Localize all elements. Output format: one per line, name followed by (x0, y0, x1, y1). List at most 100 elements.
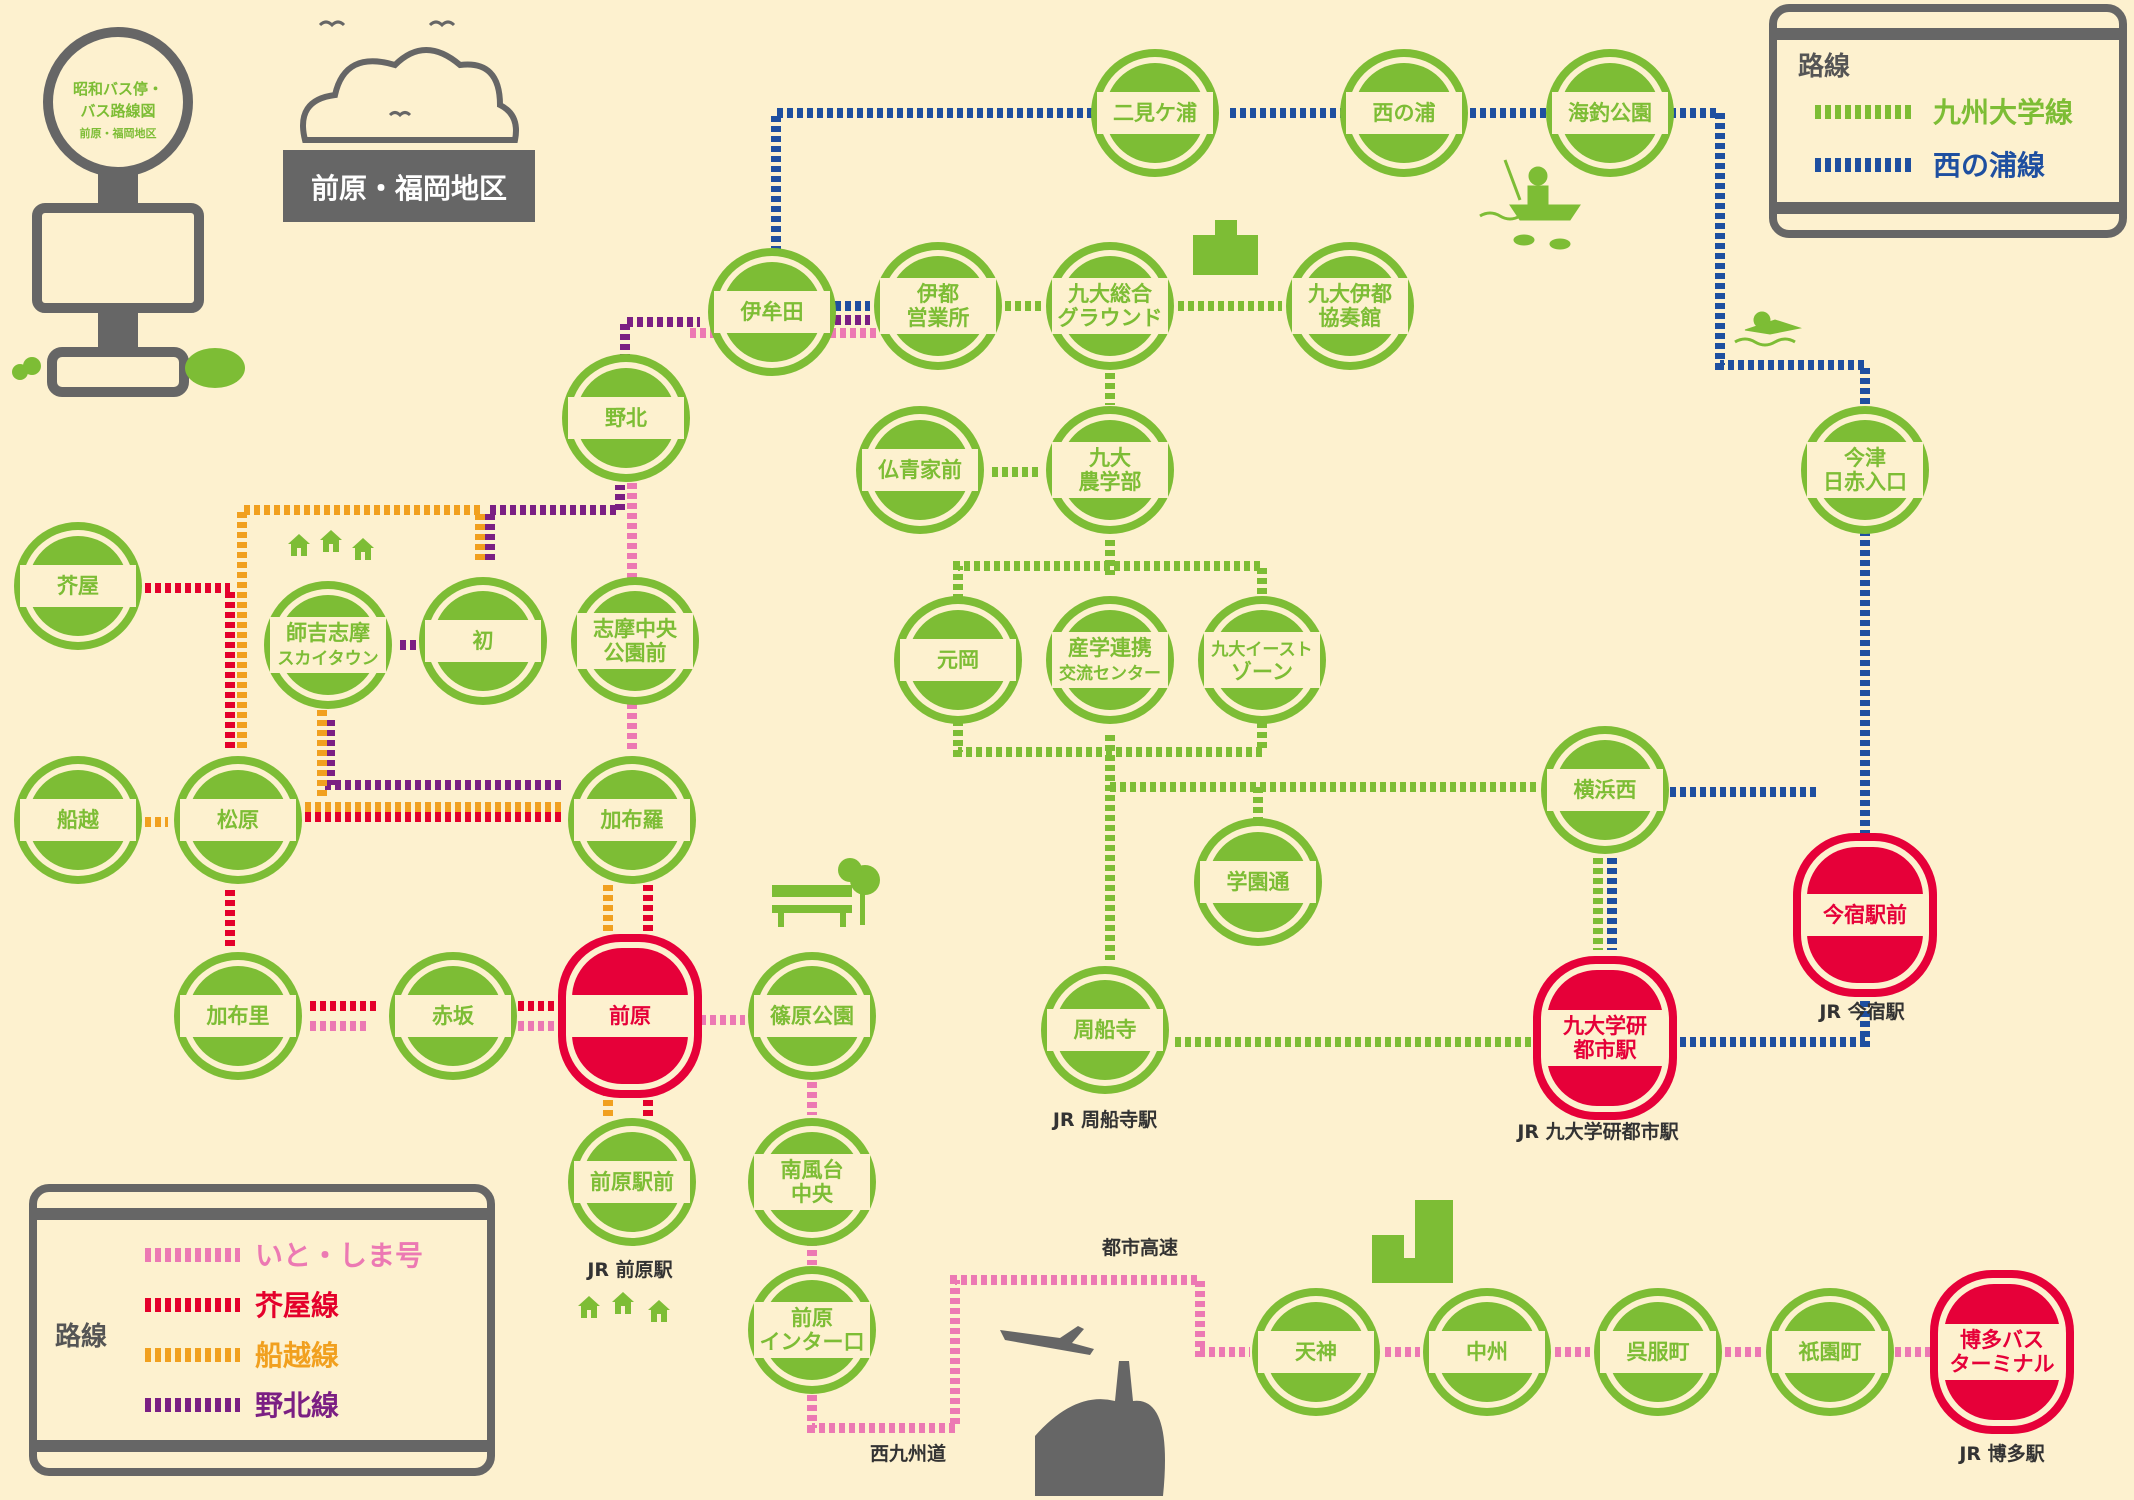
station-funakoshi[interactable]: 船越 (14, 756, 142, 884)
caption-nishikyushudo: 西九州道 (870, 1442, 946, 1465)
park-icon (772, 858, 880, 927)
funakoshi-line (145, 505, 613, 1120)
station-label: 九大総合 (1067, 282, 1153, 306)
station-label: スカイタウン (277, 649, 378, 669)
station-label: 芥屋 (57, 574, 99, 598)
station-butsuseike[interactable]: 仏青家前 (856, 406, 984, 534)
station-label: 博多バス (1960, 1328, 2044, 1352)
station-gofukumachi[interactable]: 呉服町 (1594, 1288, 1722, 1416)
station-maebaru[interactable]: 前原 (558, 934, 702, 1098)
stations: 二見ケ浦西の浦海釣公園伊牟田伊都営業所九大総合グラウンド九大伊都協奏館野北仏青家… (14, 49, 2074, 1434)
station-kyudaigakken[interactable]: 九大学研都市駅 (1533, 956, 1677, 1120)
station-kafuri[interactable]: 加布里 (174, 952, 302, 1080)
station-label: 九大伊都 (1307, 282, 1392, 306)
legend-label-funakoshi: 船越線 (255, 1339, 339, 1372)
sign-line-2: バス路線図 (80, 102, 155, 120)
bush-icon (12, 348, 245, 388)
station-label: 日赤入口 (1823, 470, 1907, 494)
caption-toshikosoku: 都市高速 (1101, 1236, 1178, 1259)
station-motooka[interactable]: 元岡 (894, 596, 1022, 724)
station-label: 仏青家前 (878, 458, 962, 482)
cloud-icon (300, 20, 519, 143)
station-gakuendori[interactable]: 学園通 (1194, 818, 1322, 946)
station-nogita[interactable]: 野北 (562, 354, 690, 482)
area-label: 前原・福岡地区 (311, 172, 507, 205)
station-label: 加布羅 (600, 808, 664, 832)
legend-label-keya: 芥屋線 (255, 1289, 339, 1322)
station-matsubara[interactable]: 松原 (174, 756, 302, 884)
caption-jr-maebaru: JR 前原駅 (585, 1258, 673, 1281)
legend-label-nishinoura: 西の浦線 (1933, 149, 2045, 182)
station-label: 横浜西 (1574, 778, 1637, 802)
station-label: 九大イースト (1210, 639, 1312, 660)
station-label: グラウンド (1058, 306, 1163, 330)
station-label: 天神 (1295, 1340, 1337, 1364)
station-kaichou[interactable]: 海釣公園 (1546, 49, 1674, 177)
station-label: 学園通 (1227, 870, 1290, 894)
station-label: 志摩中央 (593, 617, 678, 641)
legend-bottom-title: 路線 (55, 1321, 107, 1352)
station-label: 周船寺 (1074, 1018, 1137, 1042)
sign-line-3: 前原・福岡地区 (80, 126, 157, 140)
fishing-icon (1479, 159, 1581, 250)
station-label: 九大 (1088, 446, 1131, 470)
university-building-icon (1193, 220, 1258, 275)
legend-label-itoshima: いと・しま号 (255, 1239, 423, 1272)
station-label: 海釣公園 (1568, 101, 1652, 125)
station-kafurusa[interactable]: 加布羅 (568, 756, 696, 884)
station-label: 公園前 (604, 641, 667, 665)
station-label: 船越 (57, 808, 100, 832)
station-nakasu[interactable]: 中州 (1423, 1288, 1551, 1416)
station-label: 中央 (791, 1182, 834, 1206)
station-label: 松原 (217, 808, 259, 832)
station-label: 営業所 (907, 306, 970, 330)
station-nishinoura[interactable]: 西の浦 (1340, 49, 1468, 177)
caption-jr-imajuku: JR 今宿駅 (1817, 1000, 1905, 1023)
station-label: 野北 (605, 406, 647, 430)
station-akasaka[interactable]: 赤坂 (389, 952, 517, 1080)
station-shusenji[interactable]: 周船寺 (1041, 966, 1169, 1094)
legend-label-noke: 野北線 (255, 1389, 339, 1422)
station-tenjin[interactable]: 天神 (1252, 1288, 1380, 1416)
station-label: 前原 (791, 1306, 833, 1330)
station-yokohamanishi[interactable]: 横浜西 (1541, 726, 1669, 854)
legend-top: 路線 九州大学線 西の浦線 (1769, 4, 2127, 238)
city-buildings-icon (1372, 1200, 1453, 1283)
station-hatsu[interactable]: 初 (419, 577, 547, 705)
station-keya[interactable]: 芥屋 (14, 522, 142, 650)
station-label: 産学連携 (1068, 636, 1152, 660)
captions: JR 周船寺駅 JR 九大学研都市駅 JR 今宿駅 JR 前原駅 JR 博多駅 … (585, 1000, 2045, 1465)
station-imajukuekimae[interactable]: 今宿駅前 (1793, 833, 1937, 997)
station-futamigaura[interactable]: 二見ケ浦 (1091, 49, 1219, 177)
caption-jr-hakata: JR 博多駅 (1957, 1442, 2045, 1465)
station-maebaruekimae[interactable]: 前原駅前 (568, 1118, 696, 1246)
legend-label-kyushu: 九州大学線 (1933, 96, 2073, 129)
station-label: 伊都 (916, 282, 959, 306)
station-label: 師吉志摩 (286, 621, 370, 645)
station-gionmachi[interactable]: 祇園町 (1766, 1288, 1894, 1416)
station-label: 今津 (1844, 446, 1886, 470)
station-label: 伊牟田 (740, 300, 804, 324)
station-label: 交流センター (1059, 663, 1161, 684)
station-label: 中州 (1466, 1340, 1508, 1364)
station-label: 篠原公園 (770, 1004, 854, 1028)
station-itoda[interactable]: 伊牟田 (708, 248, 836, 376)
houses-icon-lower (578, 1292, 670, 1322)
station-label: 初 (473, 629, 494, 653)
station-shinoharakoen[interactable]: 篠原公園 (748, 952, 876, 1080)
station-label: 都市駅 (1573, 1038, 1638, 1062)
station-label: 前原 (609, 1004, 651, 1028)
